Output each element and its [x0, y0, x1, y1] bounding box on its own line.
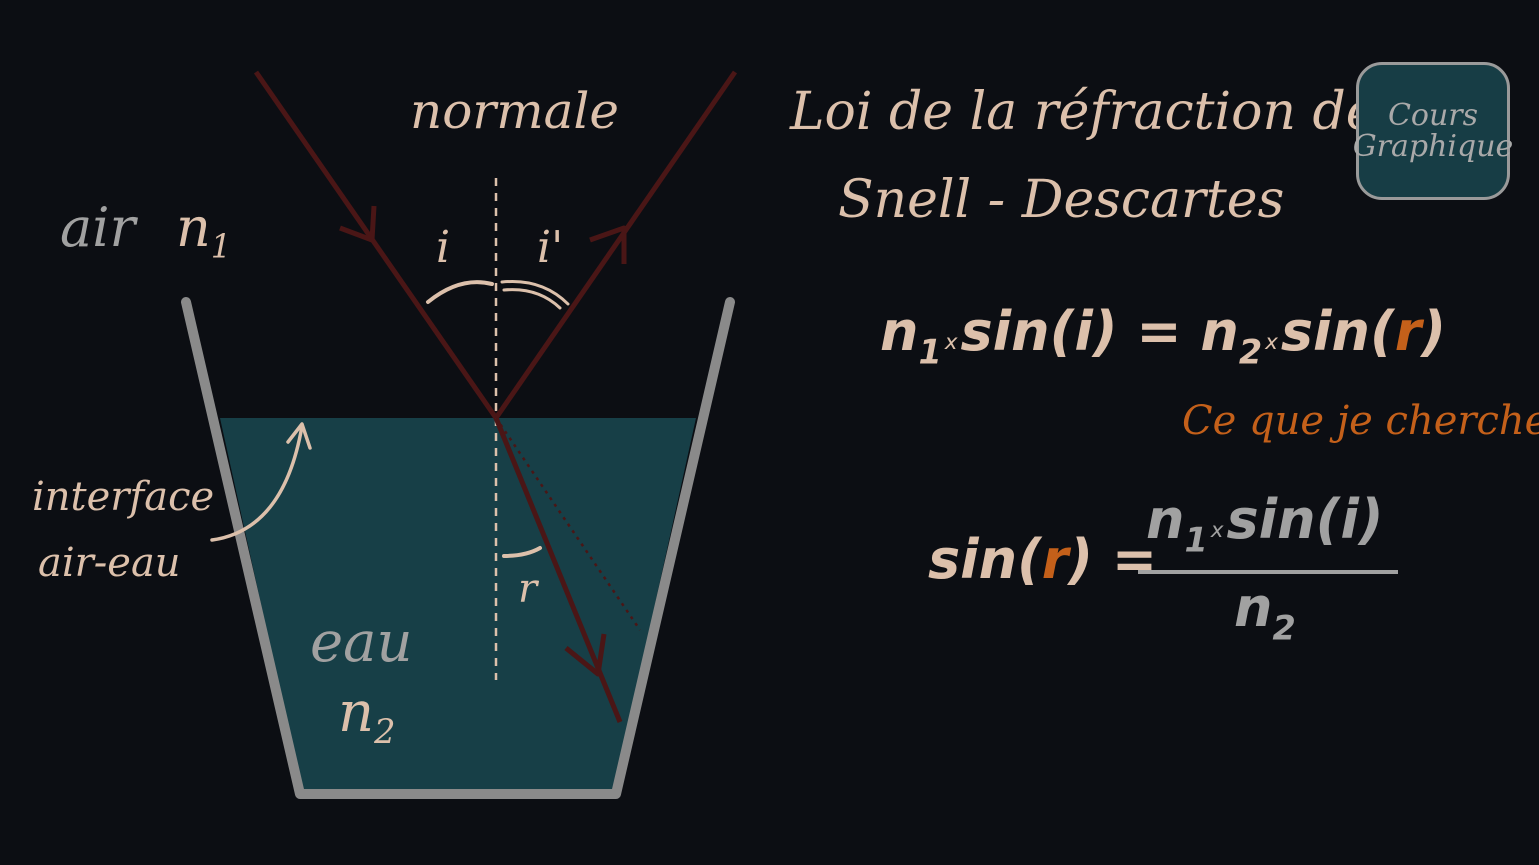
eq1-times2: x [1265, 329, 1278, 355]
eq1-times1: x [944, 329, 958, 355]
page-title-line1: Loi de la réfraction de [790, 82, 1377, 142]
eq1-sin2: sin( [1280, 300, 1395, 363]
cours-graphique-logo: Cours Graphique [1353, 62, 1513, 200]
eq1-sub2: 2 [1238, 332, 1263, 372]
eq2-num-sin: sin( [1226, 488, 1341, 551]
normal-label: normale [410, 82, 620, 140]
logo-line1: Cours [1387, 97, 1479, 133]
eq2-denominator: n2 [1234, 576, 1296, 647]
n1-subscript: 1 [210, 227, 232, 266]
eq1-arg-r: r [1394, 300, 1422, 363]
unknown-note: Ce que je cherche [1182, 398, 1539, 444]
eq1-equals: = [1117, 300, 1201, 363]
eq1-n2: n [1200, 300, 1239, 363]
air-label: air [60, 196, 136, 259]
eq2-num-close: ) [1358, 488, 1384, 551]
eq2-left-side: sin(r) = [928, 528, 1176, 591]
reflected-ray [493, 70, 738, 420]
undeviated-ray [494, 417, 642, 631]
eq2-num-arg: i [1340, 488, 1359, 551]
eq2-sin: sin( [928, 528, 1042, 591]
water-label: eau [310, 610, 413, 675]
eq2-arg-r: r [1041, 528, 1069, 591]
reflected-arrow [589, 225, 627, 264]
interface-label-line1: interface [32, 474, 215, 520]
eq2-close: ) [1068, 528, 1094, 591]
fraction-bar [1138, 570, 1398, 574]
eq1-close1: ) [1092, 300, 1118, 363]
arc-reflection-inner [502, 288, 562, 310]
angle-refraction-label: r [518, 566, 538, 612]
eq2-den-n: n [1234, 576, 1273, 639]
incident-ray [253, 70, 499, 420]
incident-arrow [339, 205, 377, 243]
n1-symbol: n [176, 196, 211, 259]
n2-symbol: n [338, 680, 375, 745]
interface-pointer [210, 424, 304, 542]
eq1-close2: ) [1421, 300, 1447, 363]
eq2-num-sub: 1 [1184, 520, 1208, 560]
logo-line2: Graphique [1352, 129, 1514, 164]
eq2-num-times: x [1210, 517, 1224, 543]
refracted-arrow [564, 633, 607, 677]
arc-refraction [502, 546, 542, 558]
eq2-equals: = [1093, 528, 1176, 591]
eq1-n1: n [880, 300, 919, 363]
water-body [220, 418, 696, 790]
eq1-sin1: sin( [960, 300, 1075, 363]
angle-reflection-label: i' [537, 222, 564, 273]
n2-label: n2 [338, 680, 395, 751]
eq1-sub1: 1 [918, 332, 942, 372]
eq2-den-sub: 2 [1272, 608, 1296, 648]
n2-subscript: 2 [374, 711, 396, 751]
arc-incidence [426, 280, 494, 304]
interface-label-line2: air-eau [38, 540, 181, 586]
angle-incidence-label: i [436, 222, 451, 273]
page-title-line2: Snell - Descartes [838, 170, 1285, 230]
arc-reflection-outer [500, 279, 570, 306]
interface-pointer-head [286, 422, 312, 450]
eq1-arg-i: i [1074, 300, 1093, 363]
eq2-num-n: n [1146, 488, 1185, 551]
n1-label: n1 [176, 196, 231, 265]
glass-outline [181, 297, 735, 799]
